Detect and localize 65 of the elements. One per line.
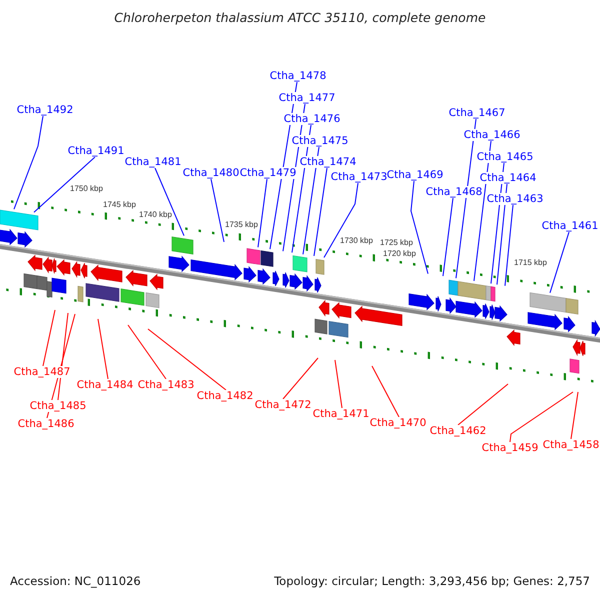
gene-label: Ctha_1461 xyxy=(542,220,598,232)
gene-label: Ctha_1485 xyxy=(30,400,86,412)
gene-label: Ctha_1463 xyxy=(486,193,544,205)
leader-line xyxy=(510,392,574,442)
leader-line xyxy=(148,328,226,390)
leader-line xyxy=(258,178,268,248)
leader-line xyxy=(314,168,328,256)
leader-line xyxy=(372,366,400,418)
gene-label: Ctha_1479 xyxy=(240,167,296,179)
gene-label: Ctha_1481 xyxy=(124,156,182,168)
scale-label: 1725 kbp xyxy=(380,238,413,248)
footer-text: Accession: NC_011026 xyxy=(10,576,141,586)
leader-line xyxy=(324,182,358,258)
leader-line xyxy=(154,168,184,236)
leader-line xyxy=(458,384,508,426)
gene-label: Ctha_1469 xyxy=(386,169,444,181)
leader-line xyxy=(442,198,454,277)
leader-line xyxy=(334,360,342,408)
gene-label: Ctha_1476 xyxy=(284,113,340,125)
gene-label: Ctha_1468 xyxy=(426,186,482,198)
gene-label: Ctha_1483 xyxy=(138,379,194,391)
leader-line xyxy=(410,180,428,274)
gene-label: Ctha_1474 xyxy=(300,156,356,168)
gene-label: Ctha_1459 xyxy=(482,442,538,454)
gene-label: Ctha_1477 xyxy=(278,92,336,104)
gene-label: Ctha_1486 xyxy=(18,418,74,430)
leader-line xyxy=(496,184,508,286)
gene-label: Ctha_1465 xyxy=(476,151,534,163)
gene-label: Ctha_1487 xyxy=(14,366,70,378)
scale-label: 1715 kbp xyxy=(514,258,547,268)
leader-line xyxy=(210,178,224,242)
gene-label: Ctha_1478 xyxy=(270,70,326,82)
gene-label: Ctha_1462 xyxy=(430,425,486,437)
scale-label: 1735 kbp xyxy=(225,220,258,230)
leader-line xyxy=(128,324,166,380)
leader-line xyxy=(98,318,108,380)
scale-label: 1720 kbp xyxy=(383,249,416,259)
gene-label: Ctha_1482 xyxy=(196,390,254,402)
scale-label: 1730 kbp xyxy=(340,236,373,246)
leader-line xyxy=(570,392,578,440)
scale-label: 1745 kbp xyxy=(103,200,136,210)
gene-label: Ctha_1466 xyxy=(464,129,520,141)
gene-label: Ctha_1473 xyxy=(330,171,388,183)
leader-line xyxy=(550,232,570,294)
gene-label: Ctha_1464 xyxy=(480,172,536,184)
leader-line xyxy=(504,204,514,286)
gene-label: Ctha_1492 xyxy=(16,104,74,116)
gene-label: Ctha_1470 xyxy=(370,417,426,429)
leader-line xyxy=(302,146,320,255)
gene-label: Ctha_1471 xyxy=(312,408,370,420)
title: Chloroherpeton thalassium ATCC 35110, complete genome xyxy=(113,10,487,25)
gene-label: Ctha_1491 xyxy=(68,145,124,157)
gene-label: Ctha_1472 xyxy=(254,399,312,411)
gene-label: Ctha_1458 xyxy=(542,439,600,451)
gene-label: Ctha_1480 xyxy=(182,167,240,179)
gene-label: Ctha_1475 xyxy=(292,135,348,147)
leader-line xyxy=(42,310,56,366)
gene-label: Ctha_1484 xyxy=(76,379,134,391)
leader-line xyxy=(14,116,44,210)
gene-label: Ctha_1467 xyxy=(448,107,506,119)
scale-label: 1740 kbp xyxy=(139,210,172,220)
scale-label: 1750 kbp xyxy=(70,184,103,194)
leader-line xyxy=(282,358,318,400)
footer-text: Topology: circular; Length: 3,293,456 bp; Genes: 2,757 xyxy=(274,576,590,586)
leader-line xyxy=(34,156,96,213)
